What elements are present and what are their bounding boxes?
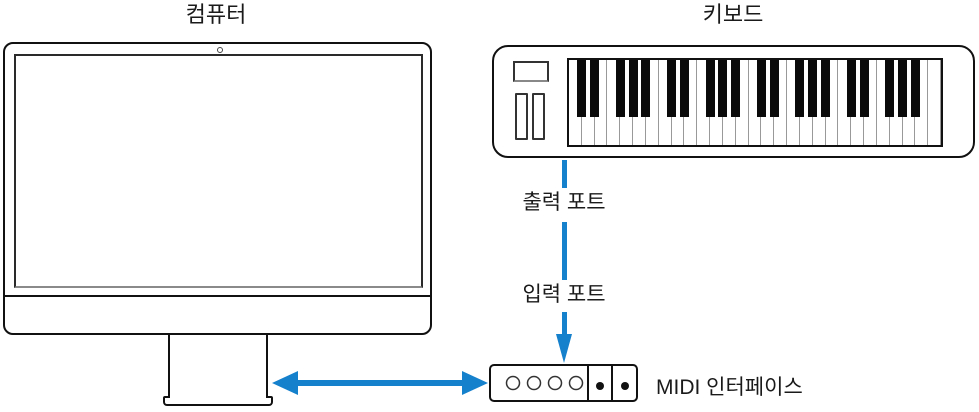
- black-key: [718, 60, 728, 117]
- camera-dot-icon: [217, 47, 223, 53]
- pitch-wheel: [515, 93, 528, 140]
- black-key: [590, 60, 600, 117]
- keyboard-display: [513, 61, 549, 82]
- double-arrow-icon: [272, 371, 488, 395]
- black-key: [641, 60, 651, 117]
- midi-cable-segment-top: [562, 160, 567, 188]
- computer-title: 컴퓨터: [185, 2, 247, 27]
- mod-wheel: [532, 93, 545, 140]
- black-key: [795, 60, 805, 117]
- black-key: [679, 60, 689, 117]
- down-arrowhead-icon: [556, 334, 572, 363]
- midi-interface-label: MIDI 인터페이스: [656, 376, 803, 399]
- right-arrowhead: [462, 371, 488, 395]
- black-key: [769, 60, 779, 117]
- double-arrow-shaft: [294, 380, 466, 386]
- black-key: [628, 60, 638, 117]
- midi-dot-port: [621, 382, 629, 390]
- input-port-label: 입력 포트: [520, 283, 608, 307]
- midi-round-port: [526, 375, 542, 391]
- black-key: [615, 60, 625, 117]
- black-key: [859, 60, 869, 117]
- midi-interface-illustration: [489, 364, 638, 402]
- black-key: [667, 60, 677, 117]
- midi-dot-ports: [596, 382, 629, 390]
- black-key: [731, 60, 741, 117]
- computer-screen: [14, 54, 423, 288]
- down-arrowhead-shape: [556, 334, 572, 363]
- black-key: [756, 60, 766, 117]
- black-key: [846, 60, 856, 117]
- piano-keys: [567, 58, 943, 147]
- black-key: [821, 60, 831, 117]
- output-port-label: 출력 포트: [520, 191, 608, 215]
- black-key: [577, 60, 587, 117]
- computer-stand: [168, 335, 268, 398]
- midi-keyboard-illustration: [492, 45, 975, 158]
- black-key: [898, 60, 908, 117]
- midi-round-port: [547, 375, 563, 391]
- black-key: [885, 60, 895, 117]
- midi-interface-body: [489, 364, 638, 402]
- computer-illustration: [3, 42, 432, 335]
- black-key: [808, 60, 818, 117]
- left-arrowhead: [272, 371, 298, 395]
- midi-round-ports: [505, 375, 584, 391]
- midi-cable-segment-middle: [562, 222, 567, 280]
- midi-round-port: [505, 375, 521, 391]
- midi-cable-segment-bottom: [562, 312, 567, 336]
- midi-dot-port: [596, 382, 604, 390]
- keyboard-title: 키보드: [702, 2, 764, 27]
- midi-round-port: [568, 375, 584, 391]
- black-key: [910, 60, 920, 117]
- black-key: [705, 60, 715, 117]
- white-key: [928, 60, 942, 145]
- computer-chin-divider: [5, 295, 430, 297]
